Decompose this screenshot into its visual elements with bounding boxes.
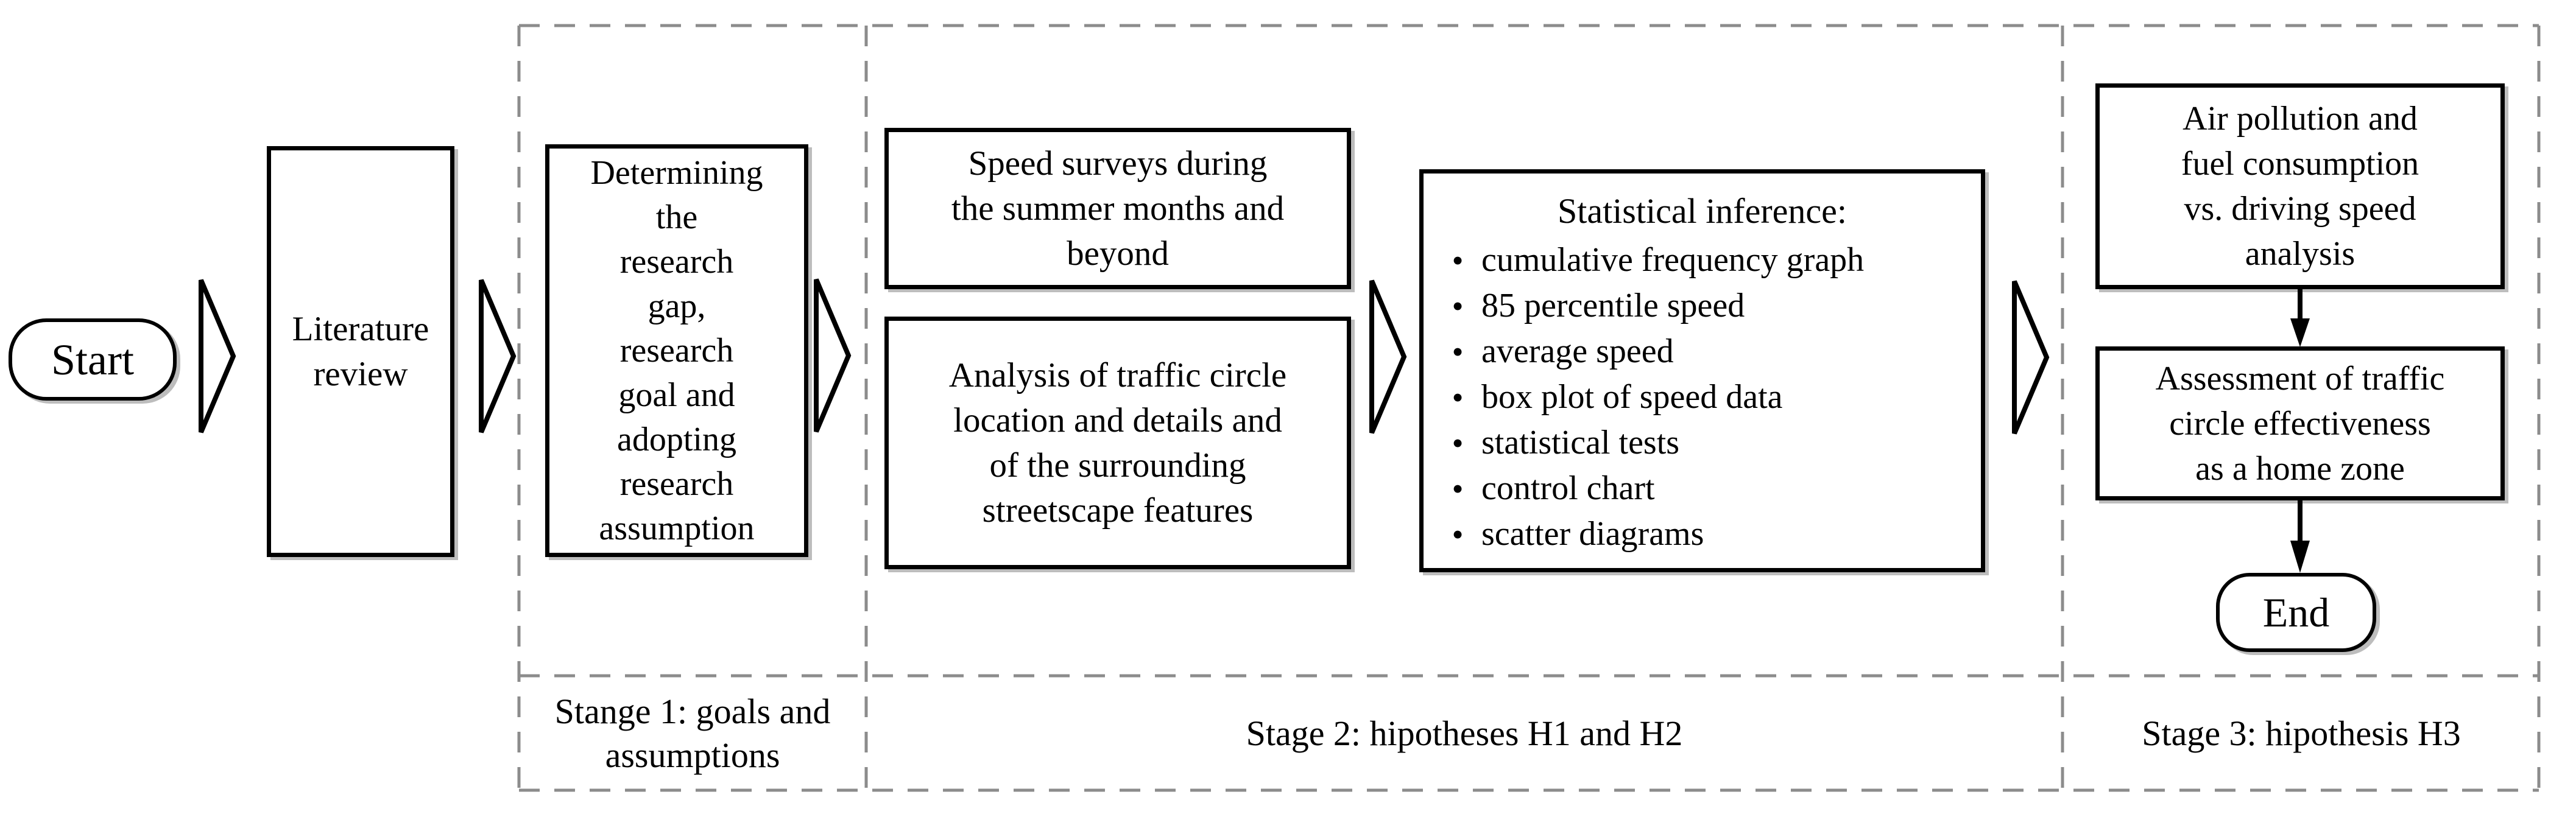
list-item: control chart	[1444, 466, 1966, 511]
list-item: statistical tests	[1444, 420, 1966, 466]
air-pollution-analysis-label: Air pollution and fuel consumption vs. d…	[2181, 100, 2419, 273]
assessment-home-zone-box: Assessment of traffic circle effectivene…	[2095, 346, 2505, 500]
statistical-inference-title: Statistical inference:	[1557, 191, 1847, 231]
speed-surveys-label: Speed surveys during the summer months a…	[951, 144, 1285, 273]
statistical-inference-content: Statistical inference: cumulative freque…	[1424, 185, 1981, 557]
stage2-caption: Stage 2: hipotheses H1 and H2	[1246, 714, 1683, 753]
end-label: End	[2262, 589, 2330, 636]
statistical-inference-box: Statistical inference: cumulative freque…	[1419, 169, 1985, 572]
list-item: scatter diagrams	[1444, 511, 1966, 557]
start-label: Start	[51, 335, 134, 384]
stage3-caption: Stage 3: hipothesis H3	[2142, 714, 2461, 753]
stage1-label: Stange 1: goals and assumptions	[519, 677, 866, 790]
literature-review-label: Literature review	[292, 309, 429, 393]
traffic-circle-analysis-box: Analysis of traffic circle location and …	[884, 317, 1351, 569]
list-item: box plot of speed data	[1444, 374, 1966, 420]
flow-chevron-icon	[814, 278, 852, 433]
determining-research-gap-label: Determining the research gap, research g…	[590, 153, 763, 547]
start-node: Start	[9, 318, 177, 401]
flow-chevron-icon	[199, 279, 236, 433]
flow-chevron-icon	[479, 279, 517, 433]
determining-research-gap-box: Determining the research gap, research g…	[545, 144, 808, 557]
stage1-caption: Stange 1: goals and assumptions	[554, 692, 831, 775]
stage2-label: Stage 2: hipotheses H1 and H2	[866, 677, 2063, 790]
literature-review-box: Literature review	[267, 146, 454, 557]
list-item: average speed	[1444, 329, 1966, 374]
speed-surveys-box: Speed surveys during the summer months a…	[884, 128, 1351, 289]
air-pollution-analysis-box: Air pollution and fuel consumption vs. d…	[2095, 83, 2505, 289]
flow-chevron-icon	[1369, 279, 1407, 434]
stage3-label: Stage 3: hipothesis H3	[2063, 677, 2540, 790]
traffic-circle-analysis-label: Analysis of traffic circle location and …	[948, 356, 1287, 530]
arrow-down-icon	[2290, 499, 2310, 573]
list-item: 85 percentile speed	[1444, 283, 1966, 329]
flow-chevron-icon	[2012, 280, 2050, 435]
statistical-inference-list: cumulative frequency graph 85 percentile…	[1439, 237, 1966, 557]
assessment-home-zone-label: Assessment of traffic circle effectivene…	[2155, 359, 2445, 488]
arrow-down-icon	[2290, 287, 2310, 347]
list-item: cumulative frequency graph	[1444, 237, 1966, 283]
end-node: End	[2216, 573, 2376, 652]
